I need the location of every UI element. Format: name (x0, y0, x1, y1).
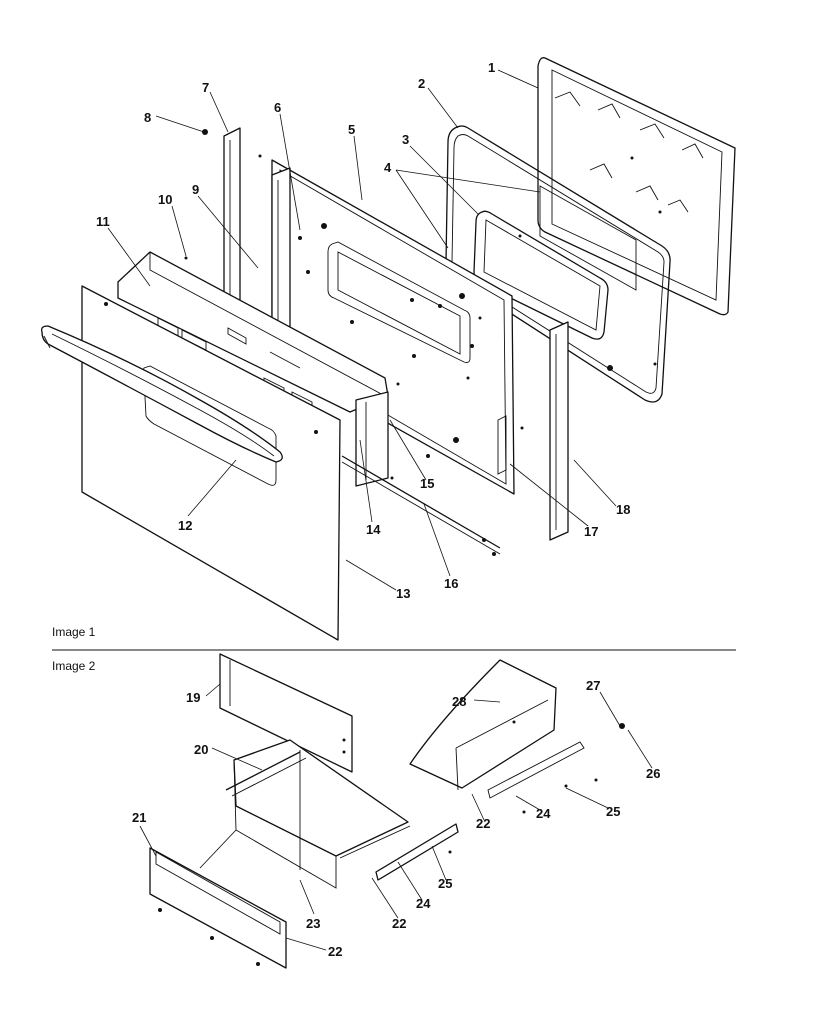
callout-24-drawer: 24 (416, 896, 431, 911)
callout-numbers: 1 2 3 4 5 6 7 8 9 10 11 12 13 14 15 16 1… (52, 60, 660, 959)
callout-2: 2 (418, 76, 425, 91)
lower-bracket (355, 391, 389, 487)
callout-21: 21 (132, 810, 146, 825)
callout-1: 1 (488, 60, 495, 75)
callout-11: 11 (96, 214, 110, 229)
right-side-trim (549, 321, 569, 541)
callout-3: 3 (402, 132, 409, 147)
door-handle (40, 325, 283, 463)
inner-window-glass (473, 185, 637, 340)
callout-17: 17 (584, 524, 598, 539)
callout-9: 9 (192, 182, 199, 197)
slide-rail-left (225, 751, 307, 797)
callout-7: 7 (202, 80, 209, 95)
callout-25-drawer: 25 (438, 876, 452, 891)
callout-13: 13 (396, 586, 410, 601)
drawer-rear-panel (219, 653, 353, 773)
left-side-trim (223, 127, 241, 309)
callout-6: 6 (274, 100, 281, 115)
door-gasket (445, 125, 671, 403)
callout-28: 28 (452, 694, 466, 709)
slide-rail-right (339, 823, 459, 881)
cabinet-section (409, 659, 625, 814)
leader-lines-image1 (107, 69, 617, 591)
callout-12: 12 (178, 518, 192, 533)
image2-drawer-assembly (139, 653, 653, 969)
callout-27: 27 (586, 678, 600, 693)
callout-23: 23 (306, 916, 320, 931)
callout-20: 20 (194, 742, 208, 757)
bottom-rail (341, 455, 501, 556)
callout-22-front: 22 (328, 944, 342, 959)
section-label-image1: Image 1 (52, 625, 96, 639)
callout-22-cabinet: 22 (476, 816, 490, 831)
callout-16: 16 (444, 576, 458, 591)
callout-25-cabinet: 25 (606, 804, 620, 819)
callout-8: 8 (144, 110, 151, 125)
section-label-image2: Image 2 (52, 659, 96, 673)
leader-lines-image2 (139, 683, 653, 951)
callout-26: 26 (646, 766, 660, 781)
callout-4: 4 (384, 160, 392, 175)
callout-10: 10 (158, 192, 172, 207)
fasteners (184, 129, 657, 480)
drawer-box (199, 739, 409, 889)
callout-24-cabinet: 24 (536, 806, 551, 821)
callout-22-side: 22 (392, 916, 406, 931)
callout-18: 18 (616, 502, 630, 517)
side-bracket (271, 167, 291, 339)
callout-19: 19 (186, 690, 200, 705)
drawer-front (149, 847, 287, 969)
callout-5: 5 (348, 122, 355, 137)
image1-door-assembly (40, 57, 736, 641)
inner-door-liner (537, 57, 736, 316)
callout-15: 15 (420, 476, 434, 491)
callout-14: 14 (366, 522, 381, 537)
